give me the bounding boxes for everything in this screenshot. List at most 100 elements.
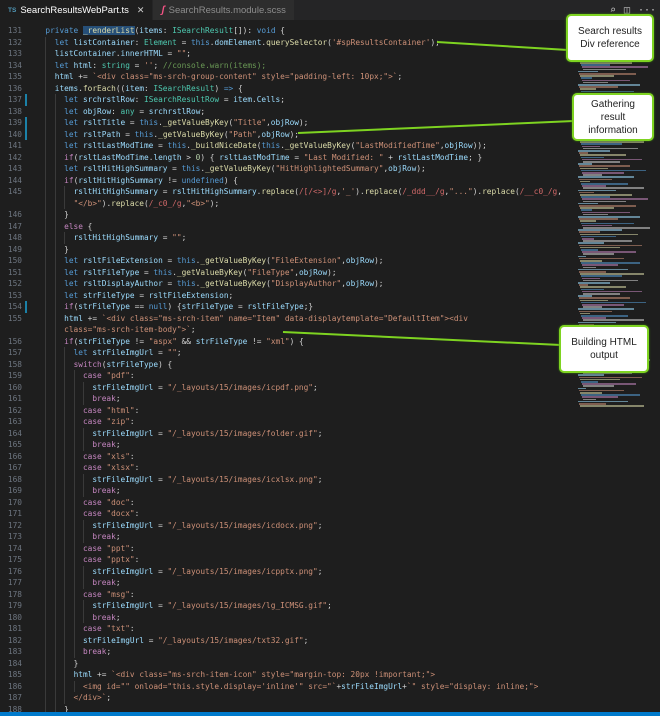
code-line[interactable]: 178 case "msg": xyxy=(0,588,575,600)
code-line[interactable]: 167 case "xlsx": xyxy=(0,462,575,474)
code-line[interactable]: 168 strFileImgUrl = "/_layouts/15/images… xyxy=(0,473,575,485)
close-icon[interactable]: ✕ xyxy=(136,4,145,15)
code-text: let rsltLastModTime = this._buildNiceDat… xyxy=(36,140,487,152)
code-line[interactable]: 161 break; xyxy=(0,393,575,405)
code-line[interactable]: 187 </div>`; xyxy=(0,692,575,704)
code-line[interactable]: 171 case "docx": xyxy=(0,508,575,520)
code-line[interactable]: 136 items.forEach((item: ISearchResult) … xyxy=(0,82,575,94)
code-line[interactable]: 131 private _renderList(items: ISearchRe… xyxy=(0,25,575,37)
code-token: strFileImgUrl xyxy=(82,635,144,645)
split-editor-icon[interactable]: ◫ xyxy=(623,4,630,16)
code-line[interactable]: 138 let objRow: any = srchrstlRow; xyxy=(0,105,575,117)
code-line[interactable]: 169 break; xyxy=(0,485,575,497)
code-token: : xyxy=(129,451,135,461)
code-line[interactable]: 154 if(strFileType == null) {strFileType… xyxy=(0,301,575,313)
code-line[interactable]: 134 let html: string = ''; //console.war… xyxy=(0,59,575,71)
indent-guide xyxy=(64,692,66,704)
minimap-line xyxy=(578,374,604,376)
code-line[interactable]: 141 let rsltLastModTime = this._buildNic… xyxy=(0,140,575,152)
code-text: html += `<div class="ms-srch-group-conte… xyxy=(36,71,402,83)
code-line[interactable]: 152 let rsltDisplayAuthor = this._getVal… xyxy=(0,278,575,290)
code-line[interactable]: 184 } xyxy=(0,657,575,669)
indent-guide xyxy=(45,278,47,290)
minimap-line xyxy=(579,205,636,207)
tab-searchresultswebpart-ts[interactable]: TS SearchResultsWebPart.ts ✕ xyxy=(0,0,154,20)
code-line[interactable]: 139 let rsltTitle = this._getValueByKey(… xyxy=(0,117,575,129)
code-line[interactable]: 157 let strFileImgUrl = ""; xyxy=(0,347,575,359)
code-line[interactable]: 166 case "xls": xyxy=(0,450,575,462)
code-token: "zip" xyxy=(106,417,130,426)
code-line[interactable]: 158 switch(strFileType) { xyxy=(0,358,575,370)
code-token: html xyxy=(73,60,93,70)
code-text: strFileImgUrl = "/_layouts/15/images/icd… xyxy=(36,520,322,532)
code-token: strFileImgUrl xyxy=(92,474,154,484)
code-line[interactable]: 156 if(strFileType != "aspx" && strFileT… xyxy=(0,335,575,347)
code-text: rsltHitHighSummary = rsltHitHighSummary.… xyxy=(36,186,562,198)
minimap-line xyxy=(581,209,592,211)
code-token: rsltTitle xyxy=(82,118,126,127)
code-line[interactable]: 142 if(rsltLastModTime.length > 0) { rsl… xyxy=(0,151,575,163)
code-line[interactable]: 153 let strFileType = rsltFileExtension; xyxy=(0,289,575,301)
code-line[interactable]: 164 strFileImgUrl = "/_layouts/15/images… xyxy=(0,427,575,439)
code-line[interactable]: 174 case "ppt": xyxy=(0,542,575,554)
code-line[interactable]: 177 break; xyxy=(0,577,575,589)
callout-building-html: Building HTML output xyxy=(559,325,649,373)
code-line[interactable]: 170 case "doc": xyxy=(0,496,575,508)
code-line[interactable]: 183 break; xyxy=(0,646,575,658)
code-line[interactable]: 162 case "html": xyxy=(0,404,575,416)
code-line[interactable]: 182 strFileImgUrl = "/_layouts/15/images… xyxy=(0,634,575,646)
code-token: strFileImgUrl xyxy=(92,348,154,357)
code-line[interactable]: 137 let srchrstlRow: ISearchResultRow = … xyxy=(0,94,575,106)
code-token: + xyxy=(388,152,393,162)
code-line[interactable]: 135 html += `<div class="ms-srch-group-c… xyxy=(0,71,575,83)
code-line[interactable]: 163 case "zip": xyxy=(0,416,575,428)
code-token: "FileType" xyxy=(247,267,295,277)
code-line[interactable]: "</b>").replace(/_c0_/g,"<b>"); xyxy=(0,197,575,209)
code-token: "DisplayAuthor" xyxy=(270,279,342,288)
code-line[interactable]: 144 if(rsltHitHighSummary != undefined) … xyxy=(0,174,575,186)
code-line[interactable]: 176 strFileImgUrl = "/_layouts/15/images… xyxy=(0,565,575,577)
code-token: ) xyxy=(158,359,163,369)
code-token: case xyxy=(82,589,102,599)
code-line[interactable]: 155 html += `<div class="ms-srch-item" n… xyxy=(0,312,575,324)
code-token: = xyxy=(167,256,173,265)
code-line[interactable]: 151 let rsltFileType = this._getValueByK… xyxy=(0,266,575,278)
code-line[interactable]: 185 html += `<div class="ms-srch-item-ic… xyxy=(0,669,575,681)
code-line[interactable]: 132 let listContainer: Element = this.do… xyxy=(0,36,575,48)
scss-file-icon: ʃ xyxy=(161,4,165,16)
code-line[interactable]: 181 case "txt": xyxy=(0,623,575,635)
code-line[interactable]: 149 } xyxy=(0,243,575,255)
code-token: ; xyxy=(176,348,182,357)
code-line[interactable]: 186 <img id="" onload="this.style.displa… xyxy=(0,680,575,692)
code-line[interactable]: 173 break; xyxy=(0,531,575,543)
code-token: ; xyxy=(294,129,299,139)
search-icon[interactable]: ⌕ xyxy=(609,4,616,16)
code-line[interactable]: 165 break; xyxy=(0,439,575,451)
code-line[interactable]: 180 break; xyxy=(0,611,575,623)
code-line[interactable]: class="ms-srch-item-body">`; xyxy=(0,324,575,336)
code-line[interactable]: 179 strFileImgUrl = "/_layouts/15/images… xyxy=(0,600,575,612)
code-line[interactable]: 146 } xyxy=(0,209,575,221)
code-token: . xyxy=(360,187,365,196)
code-line[interactable]: 140 let rsltPath = this._getValueByKey("… xyxy=(0,128,575,140)
code-line[interactable]: 160 strFileImgUrl = "/_layouts/15/images… xyxy=(0,381,575,393)
code-line[interactable]: 175 case "pptx": xyxy=(0,554,575,566)
indent-guide xyxy=(54,128,56,140)
code-line[interactable]: 143 let rsltHitHighSummary = this._getVa… xyxy=(0,163,575,175)
code-line[interactable]: 148 rsltHitHighSummary = ""; xyxy=(0,232,575,244)
more-actions-icon[interactable]: ··· xyxy=(637,4,656,16)
indent-guide xyxy=(54,588,56,600)
tab-searchresults-module-scss[interactable]: ʃ SearchResults.module.scss xyxy=(153,0,295,20)
code-line[interactable]: 147 else { xyxy=(0,220,575,232)
code-line[interactable]: 159 case "pdf": xyxy=(0,370,575,382)
code-editor[interactable]: 131 private _renderList(items: ISearchRe… xyxy=(0,25,575,715)
code-line[interactable]: 188 } xyxy=(0,703,575,715)
code-line[interactable]: 133 listContainer.innerHTML = ""; xyxy=(0,48,575,60)
code-line[interactable]: 172 strFileImgUrl = "/_layouts/15/images… xyxy=(0,519,575,532)
code-line[interactable]: 145 rsltHitHighSummary = rsltHitHighSumm… xyxy=(0,186,575,198)
line-number: 154 xyxy=(7,302,22,311)
minimap-line xyxy=(579,218,618,220)
minimap-line xyxy=(578,84,640,86)
indent-guide xyxy=(73,508,75,520)
code-line[interactable]: 150 let rsltFileExtension = this._getVal… xyxy=(0,255,575,267)
